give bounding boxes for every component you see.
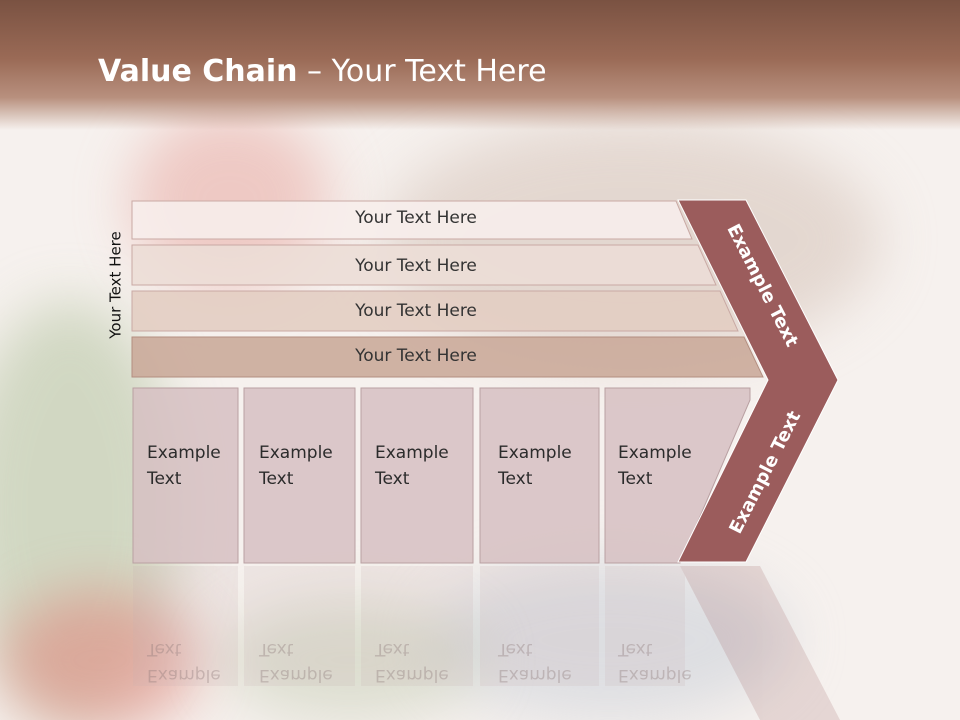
primary-column-2[interactable] — [243, 387, 356, 564]
primary-column-2-reflection: Example Text — [259, 639, 333, 685]
primary-column-4[interactable] — [479, 387, 600, 564]
primary-column-4-reflection: Example Text — [498, 639, 572, 685]
columns-reflection — [133, 566, 840, 720]
support-row-4-label: Your Text Here — [355, 346, 477, 366]
primary-column-1-label: Example Text — [147, 443, 221, 489]
primary-column-4-label: Example Text — [498, 443, 572, 489]
primary-column-5[interactable] — [604, 387, 751, 564]
primary-column-5-reflection: Example Text — [618, 639, 692, 685]
primary-column-3-reflection: Example Text — [375, 639, 449, 685]
support-row-4[interactable] — [131, 336, 764, 378]
title-rest: – Your Text Here — [297, 54, 547, 89]
primary-column-3[interactable] — [360, 387, 474, 564]
margin-chevron[interactable] — [677, 199, 839, 563]
support-row-1-label: Your Text Here — [355, 208, 477, 228]
title-bar — [0, 0, 960, 130]
primary-column-1[interactable] — [132, 387, 239, 564]
support-row-3-label: Your Text Here — [355, 301, 477, 321]
page-title: Value Chain – Your Text Here — [98, 54, 547, 89]
primary-column-1-reflection: Example Text — [147, 639, 221, 685]
support-row-1[interactable] — [131, 200, 693, 240]
primary-column-2-label: Example Text — [259, 443, 333, 489]
support-row-2-label: Your Text Here — [355, 256, 477, 276]
title-bold: Value Chain — [98, 54, 298, 89]
primary-column-5-label: Example Text — [618, 443, 692, 489]
primary-column-3-label: Example Text — [375, 443, 449, 489]
support-row-2[interactable] — [131, 244, 717, 286]
support-row-3[interactable] — [131, 290, 739, 332]
